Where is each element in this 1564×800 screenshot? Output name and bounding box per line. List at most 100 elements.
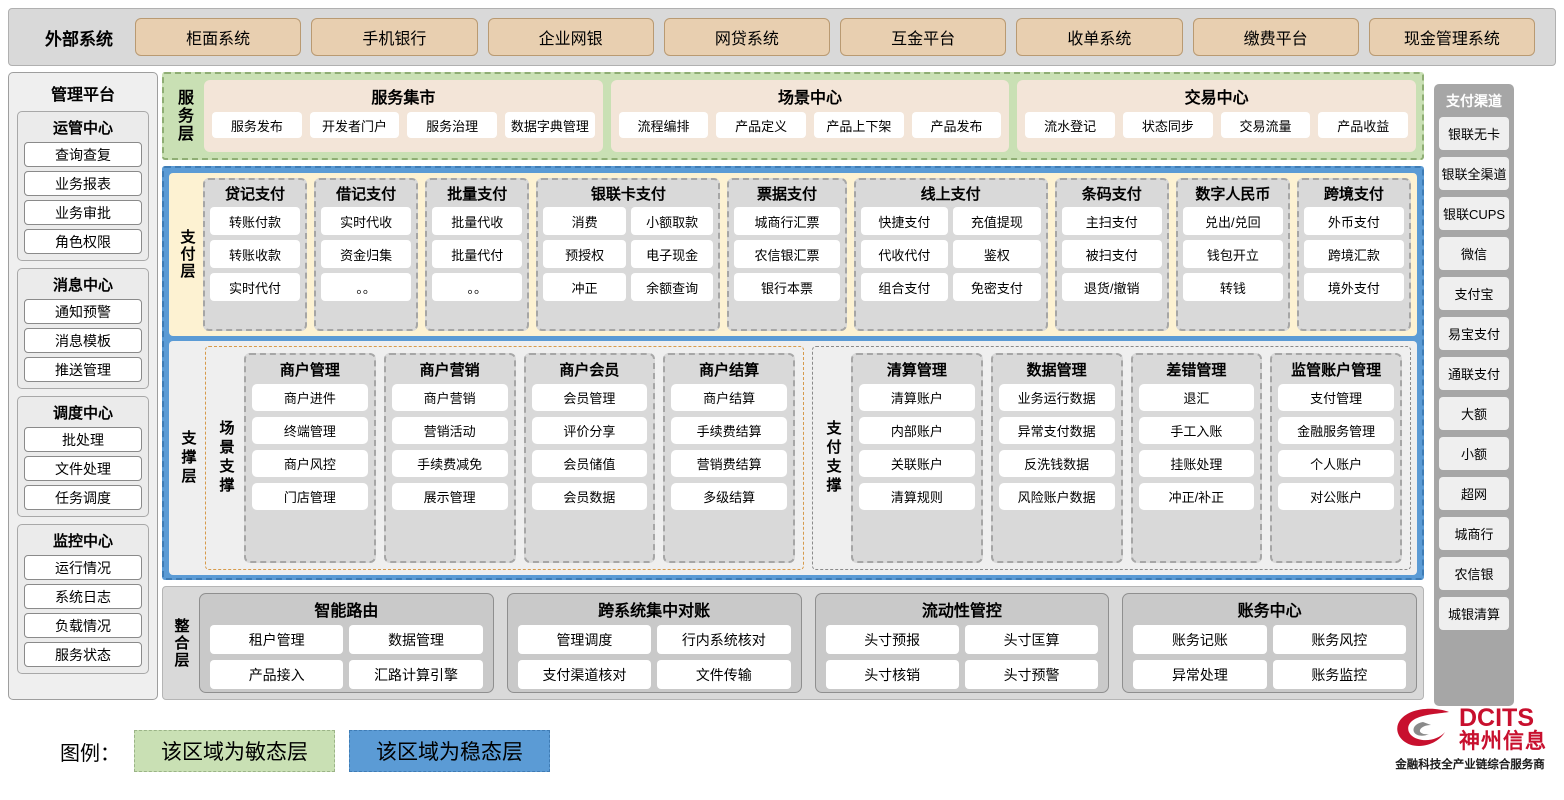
service-item[interactable]: 服务发布 [212, 112, 302, 138]
payment-item[interactable]: 转账收款 [210, 240, 301, 268]
management-item[interactable]: 业务审批 [24, 200, 142, 225]
payment-item[interactable]: 预授权 [543, 240, 626, 268]
payment-item[interactable]: 组合支付 [860, 273, 949, 301]
payment-item[interactable]: 钱包开立 [1182, 240, 1283, 268]
external-system-chip[interactable]: 手机银行 [311, 18, 478, 56]
integration-item[interactable]: 账务风控 [1272, 625, 1406, 654]
management-item[interactable]: 业务报表 [24, 171, 142, 196]
support-item[interactable]: 关联账户 [859, 450, 975, 477]
integration-item[interactable]: 头寸预警 [964, 660, 1099, 689]
support-item[interactable]: 门店管理 [252, 483, 368, 510]
management-item[interactable]: 消息模板 [24, 328, 142, 353]
integration-item[interactable]: 头寸预报 [825, 625, 959, 654]
payment-item[interactable]: 农信银汇票 [734, 240, 840, 268]
payment-item[interactable]: 被扫支付 [1061, 240, 1162, 268]
payment-item[interactable]: 兑出/兑回 [1182, 207, 1283, 235]
integration-item[interactable]: 支付渠道核对 [517, 660, 652, 689]
support-item[interactable]: 商户进件 [252, 384, 368, 411]
support-item[interactable]: 反洗钱数据 [998, 450, 1115, 477]
management-item[interactable]: 任务调度 [24, 485, 142, 510]
service-item[interactable]: 产品定义 [716, 112, 807, 138]
management-item[interactable]: 文件处理 [24, 456, 142, 481]
support-item[interactable]: 内部账户 [859, 417, 975, 444]
payment-channel-item[interactable]: 城银清算 [1439, 597, 1509, 630]
support-item[interactable]: 异常支付数据 [998, 417, 1115, 444]
external-system-chip[interactable]: 缴费平台 [1192, 18, 1359, 56]
payment-channel-item[interactable]: 微信 [1439, 237, 1509, 270]
support-item[interactable]: 商户结算 [671, 384, 787, 411]
service-item[interactable]: 流水登记 [1025, 112, 1116, 138]
integration-item[interactable]: 账务记账 [1133, 625, 1267, 654]
support-item[interactable]: 会员储值 [531, 450, 648, 477]
external-system-chip[interactable]: 网贷系统 [663, 18, 830, 56]
external-system-chip[interactable]: 柜面系统 [135, 18, 302, 56]
payment-channel-item[interactable]: 小额 [1439, 437, 1509, 470]
integration-item[interactable]: 头寸核销 [825, 660, 959, 689]
payment-channel-item[interactable]: 银联CUPS [1439, 197, 1509, 230]
management-item[interactable]: 角色权限 [24, 229, 142, 254]
support-item[interactable]: 会员管理 [531, 384, 648, 411]
payment-item[interactable]: 转钱 [1182, 273, 1283, 301]
payment-item[interactable]: 。。 [321, 273, 412, 301]
payment-item[interactable]: 外币支付 [1303, 207, 1404, 235]
integration-item[interactable]: 产品接入 [210, 660, 344, 689]
service-item[interactable]: 数据字典管理 [505, 112, 595, 138]
support-item[interactable]: 个人账户 [1278, 450, 1394, 477]
payment-item[interactable]: 充值提现 [953, 207, 1041, 235]
support-item[interactable]: 会员数据 [531, 483, 648, 510]
support-item[interactable]: 商户营销 [391, 384, 508, 411]
payment-item[interactable]: 代收代付 [860, 240, 949, 268]
support-item[interactable]: 手续费减免 [391, 450, 508, 477]
service-item[interactable]: 服务治理 [407, 112, 498, 138]
payment-channel-item[interactable]: 支付宝 [1439, 277, 1509, 310]
external-system-chip[interactable]: 收单系统 [1016, 18, 1183, 56]
payment-item[interactable]: 主扫支付 [1061, 207, 1162, 235]
support-item[interactable]: 手续费结算 [671, 417, 787, 444]
integration-item[interactable]: 汇路计算引擎 [349, 660, 483, 689]
payment-channel-item[interactable]: 城商行 [1439, 517, 1509, 550]
support-item[interactable]: 评价分享 [531, 417, 648, 444]
support-item[interactable]: 退汇 [1138, 384, 1255, 411]
support-item[interactable]: 终端管理 [252, 417, 368, 444]
payment-item[interactable]: 批量代付 [432, 240, 523, 268]
support-item[interactable]: 清算账户 [859, 384, 975, 411]
payment-channel-item[interactable]: 超网 [1439, 477, 1509, 510]
support-item[interactable]: 营销费结算 [671, 450, 787, 477]
support-item[interactable]: 金融服务管理 [1278, 417, 1394, 444]
payment-item[interactable]: 跨境汇款 [1303, 240, 1404, 268]
integration-item[interactable]: 账务监控 [1272, 660, 1406, 689]
integration-item[interactable]: 数据管理 [349, 625, 483, 654]
payment-item[interactable]: 转账付款 [210, 207, 301, 235]
payment-item[interactable]: 实时代付 [210, 273, 301, 301]
management-item[interactable]: 通知预警 [24, 299, 142, 324]
payment-item[interactable]: 电子现金 [630, 240, 714, 268]
payment-channel-item[interactable]: 农信银 [1439, 557, 1509, 590]
payment-item[interactable]: 银行本票 [734, 273, 840, 301]
integration-item[interactable]: 文件传输 [657, 660, 791, 689]
payment-item[interactable]: 快捷支付 [860, 207, 949, 235]
management-item[interactable]: 运行情况 [24, 555, 142, 580]
integration-item[interactable]: 租户管理 [210, 625, 344, 654]
management-item[interactable]: 服务状态 [24, 642, 142, 667]
management-item[interactable]: 系统日志 [24, 584, 142, 609]
support-item[interactable]: 支付管理 [1278, 384, 1394, 411]
external-system-chip[interactable]: 互金平台 [840, 18, 1007, 56]
integration-item[interactable]: 管理调度 [517, 625, 652, 654]
support-item[interactable]: 风险账户数据 [998, 483, 1115, 510]
support-item[interactable]: 清算规则 [859, 483, 975, 510]
integration-item[interactable]: 异常处理 [1133, 660, 1267, 689]
payment-item[interactable]: 。。 [432, 273, 523, 301]
payment-item[interactable]: 鉴权 [953, 240, 1041, 268]
service-item[interactable]: 开发者门户 [309, 112, 400, 138]
integration-item[interactable]: 头寸匡算 [964, 625, 1099, 654]
support-item[interactable]: 营销活动 [391, 417, 508, 444]
payment-item[interactable]: 境外支付 [1303, 273, 1404, 301]
support-item[interactable]: 手工入账 [1138, 417, 1255, 444]
external-system-chip[interactable]: 企业网银 [487, 18, 654, 56]
management-item[interactable]: 负载情况 [24, 613, 142, 638]
service-item[interactable]: 流程编排 [618, 112, 709, 138]
payment-item[interactable]: 小额取款 [630, 207, 714, 235]
external-system-chip[interactable]: 现金管理系统 [1368, 18, 1535, 56]
integration-item[interactable]: 行内系统核对 [657, 625, 791, 654]
support-item[interactable]: 挂账处理 [1138, 450, 1255, 477]
